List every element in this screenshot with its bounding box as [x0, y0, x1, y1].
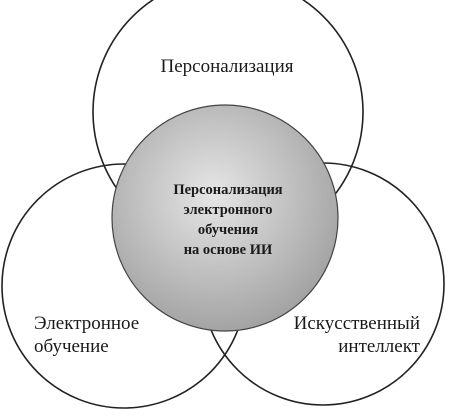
- label-e-learning: Электронное обучение: [34, 313, 140, 357]
- label-artificial-intelligence: Искусственный интеллект: [293, 313, 420, 357]
- label-center-concept: Персонализация электронного обучения на …: [173, 182, 283, 258]
- label-personalization: Персонализация: [160, 56, 294, 77]
- circle-center: [111, 104, 339, 332]
